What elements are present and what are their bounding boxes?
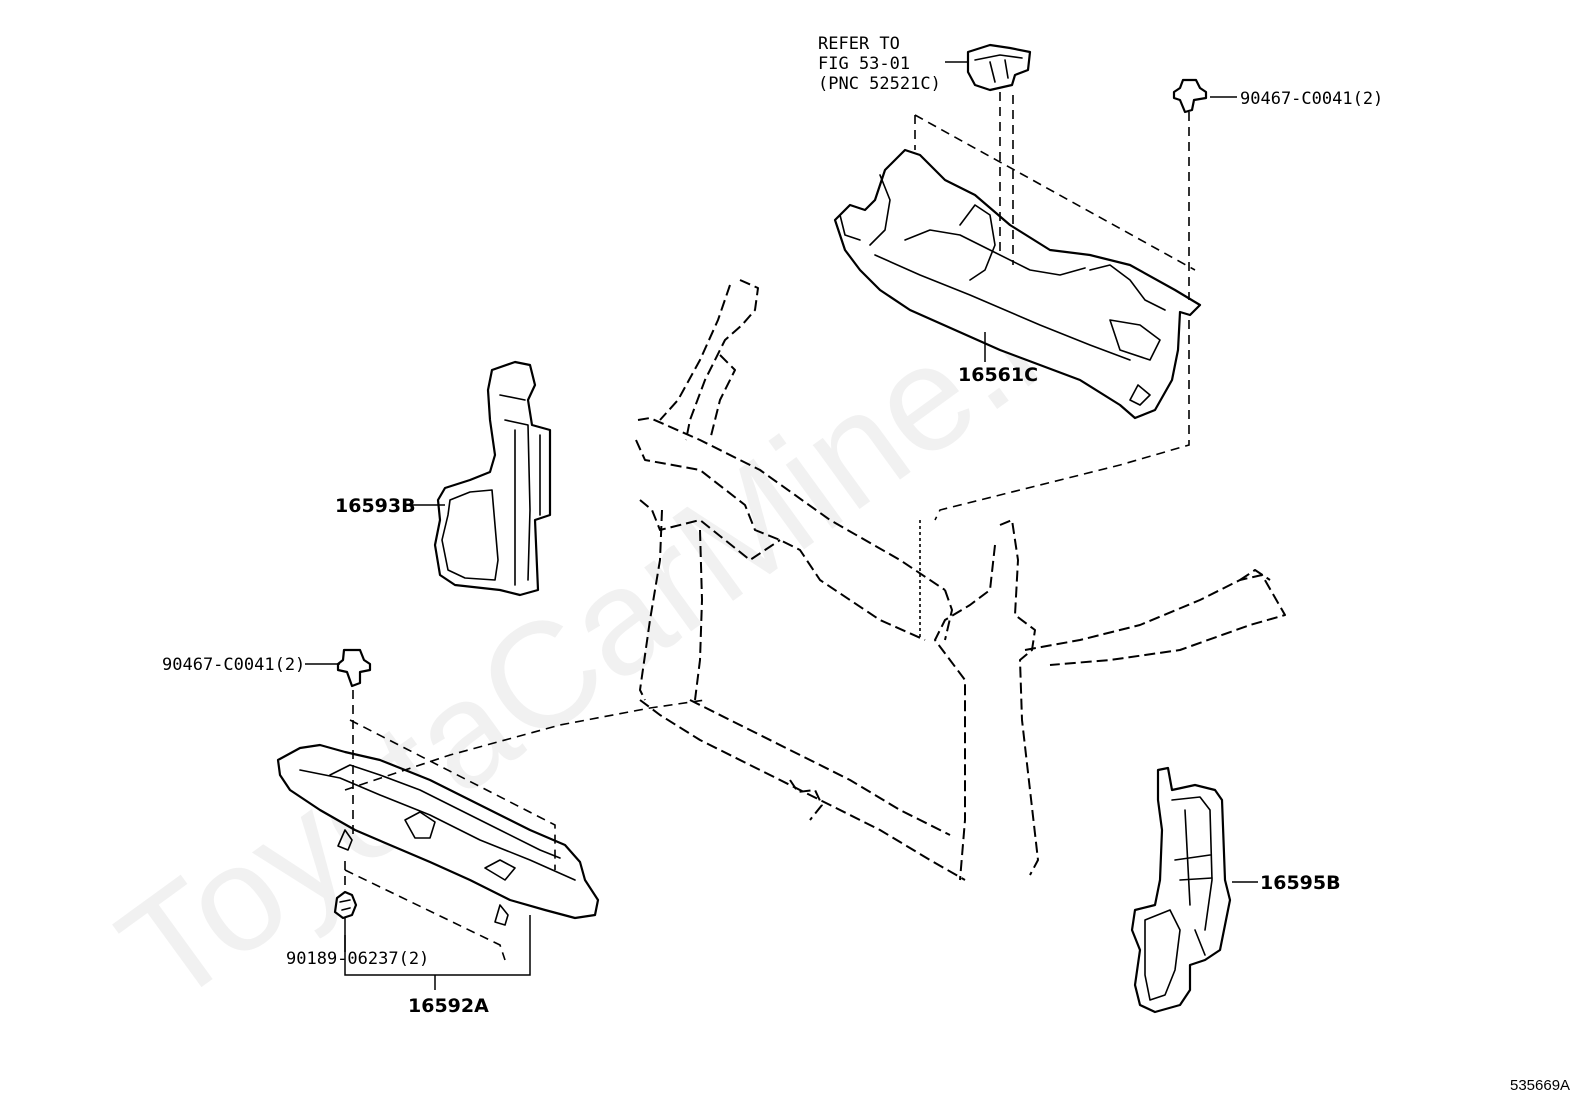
bracket-52521C <box>966 43 1032 92</box>
clip-90467-top-right <box>1172 78 1208 114</box>
clip-90189-bottom <box>333 890 358 920</box>
projection-lines-lower <box>344 690 706 961</box>
refer-label-line1: REFER TO <box>818 34 900 54</box>
refer-label-line2: FIG 53-01 <box>818 54 910 74</box>
radiator-support-phantom <box>635 279 1286 881</box>
leader-lines <box>305 61 1258 990</box>
label-16595B: 16595B <box>1260 872 1341 894</box>
clip-90467-left <box>336 648 372 688</box>
refer-label-line3: (PNC 52521C) <box>818 74 941 94</box>
part-16561C-upper-guide <box>833 148 1202 420</box>
label-clip-top-right: 90467-C0041(2) <box>1240 89 1383 109</box>
part-16593B-side-seal-left <box>433 360 552 597</box>
label-clip-left: 90467-C0041(2) <box>162 655 305 675</box>
label-16592A: 16592A <box>408 995 489 1017</box>
figure-number: 535669A <box>1510 1077 1570 1094</box>
label-16561C: 16561C <box>958 364 1038 386</box>
part-16592A-lower-guide <box>276 743 600 926</box>
projection-lines-upper <box>914 92 1196 521</box>
part-16595B-side-seal-right <box>1130 766 1232 1014</box>
label-clip-bottom: 90189-06237(2) <box>286 949 429 969</box>
label-16593B: 16593B <box>335 495 416 517</box>
